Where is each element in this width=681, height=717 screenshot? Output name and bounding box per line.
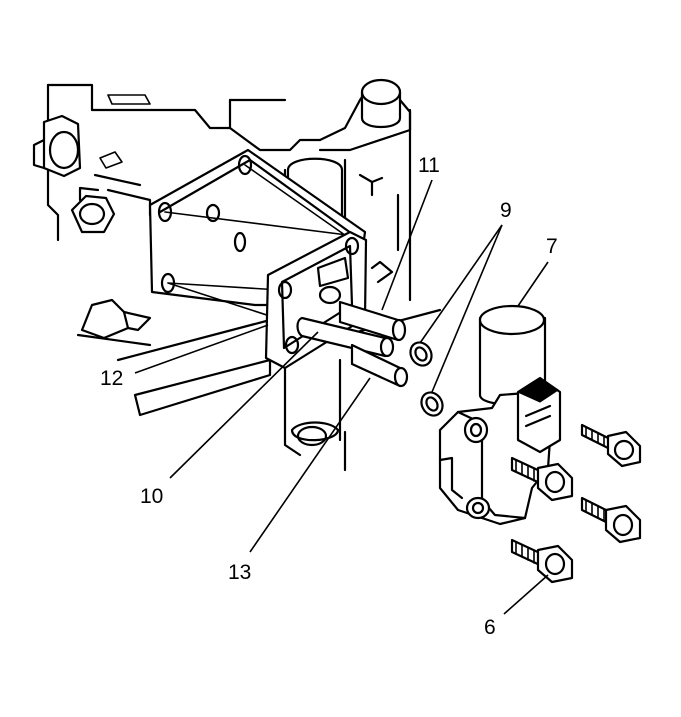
callout-13: 13 xyxy=(228,561,252,584)
solenoid-assembly xyxy=(438,304,562,526)
leader-11 xyxy=(381,179,433,311)
callout-11: 11 xyxy=(418,154,440,177)
case-bolt xyxy=(70,186,116,234)
leader-9b xyxy=(431,224,503,393)
tube-seals xyxy=(296,300,409,388)
leader-7 xyxy=(517,261,549,307)
callout-7: 7 xyxy=(546,235,558,258)
bolts xyxy=(510,423,642,584)
leader-lines xyxy=(134,179,549,615)
callout-12: 12 xyxy=(100,367,124,390)
leader-12 xyxy=(134,324,269,374)
callout-9: 9 xyxy=(500,199,512,222)
leader-10 xyxy=(169,331,319,479)
o-rings xyxy=(409,341,444,417)
leader-13 xyxy=(249,377,371,553)
callout-10: 10 xyxy=(140,485,164,508)
leader-9a xyxy=(419,224,503,344)
leader-6 xyxy=(503,574,549,615)
callout-6: 6 xyxy=(484,616,496,639)
